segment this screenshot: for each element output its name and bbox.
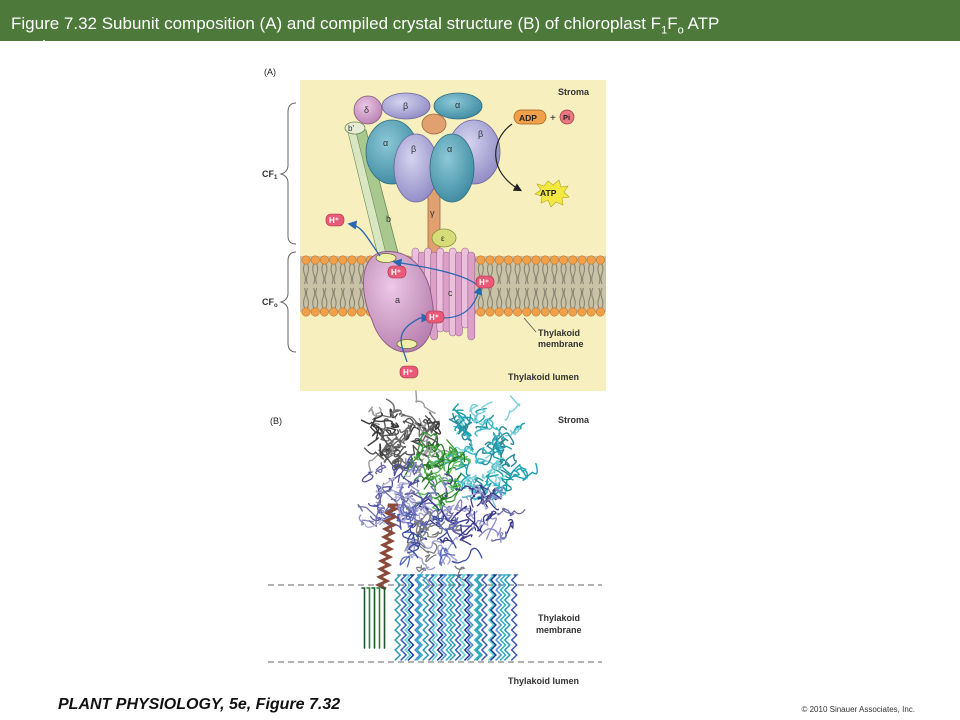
subunit-b-prime-label: b' xyxy=(348,124,354,133)
svg-text:H⁺: H⁺ xyxy=(403,368,413,377)
subunit-epsilon xyxy=(431,228,457,248)
proton-path-arrow-2 xyxy=(442,285,483,319)
crystal-structure-ribbon xyxy=(357,390,538,661)
panel-a-stroma-label: Stroma xyxy=(558,87,590,97)
book-citation: PLANT PHYSIOLOGY, 5e, Figure 7.32 xyxy=(58,696,341,713)
beta-label-3: β xyxy=(411,144,416,154)
peripheral-stalk-helix xyxy=(375,503,399,591)
subunit-epsilon-label: ε xyxy=(441,234,445,243)
proton-marker-c: H⁺ xyxy=(475,275,495,289)
beta-label-2: β xyxy=(478,129,483,139)
subunit-gamma xyxy=(427,187,441,259)
cfo-label: CFo xyxy=(262,297,278,309)
panel-b-membrane-label-1: Thylakoid xyxy=(538,613,580,623)
atp-starburst: ATP xyxy=(534,179,570,208)
svg-text:Pi: Pi xyxy=(563,113,570,122)
alpha-label-1: α xyxy=(455,100,460,110)
plus-sign: + xyxy=(550,113,556,124)
title-bar: Figure 7.32 Subunit composition (A) and … xyxy=(0,0,960,41)
phosphate-circle: Pi xyxy=(559,109,575,125)
cfo-bracket xyxy=(279,251,297,353)
panel-a-membrane-label-1: Thylakoid xyxy=(538,328,580,338)
proton-path-arrow-1 xyxy=(400,313,431,363)
cf1-bracket xyxy=(279,102,297,245)
figure-title-continuation: synthase xyxy=(11,36,79,41)
proton-channel-top xyxy=(375,253,397,263)
svg-text:H⁺: H⁺ xyxy=(391,268,401,277)
svg-text:ADP: ADP xyxy=(519,113,537,123)
proton-release-arrow xyxy=(347,220,381,257)
panel-b-label: (B) xyxy=(270,416,282,426)
figure-title: Figure 7.32 Subunit composition (A) and … xyxy=(11,13,719,41)
subunit-gamma-label: γ xyxy=(430,208,435,218)
svg-text:H⁺: H⁺ xyxy=(329,216,339,225)
panel-a-lumen-label: Thylakoid lumen xyxy=(508,372,579,382)
adp-pill: ADP xyxy=(513,109,547,125)
proton-marker-a: H⁺ xyxy=(387,265,407,279)
alpha-label-2: α xyxy=(383,138,388,148)
subunit-alpha-front xyxy=(429,133,475,203)
panel-a-membrane-label-2: membrane xyxy=(538,339,584,349)
subunit-beta-back-left xyxy=(381,92,431,120)
proton-marker-ring: H⁺ xyxy=(425,310,445,324)
copyright-notice: © 2010 Sinauer Associates, Inc. xyxy=(801,705,915,714)
beta-label-1: β xyxy=(403,101,408,111)
proton-channel-bottom xyxy=(396,339,418,349)
panel-b-lumen-label: Thylakoid lumen xyxy=(508,676,579,686)
proton-marker-lumen: H⁺ xyxy=(399,365,419,379)
subunit-a xyxy=(363,251,434,353)
alpha-label-3: α xyxy=(447,144,452,154)
cf1-head: β α α β β α xyxy=(365,92,501,203)
subunit-delta-label: δ xyxy=(364,105,369,115)
subunit-delta xyxy=(353,95,383,125)
synthesis-arrow xyxy=(495,123,523,192)
panel-b-stroma-label: Stroma xyxy=(558,415,590,425)
svg-text:H⁺: H⁺ xyxy=(479,278,489,287)
svg-text:H⁺: H⁺ xyxy=(429,313,439,322)
subunit-c-label: c xyxy=(448,288,453,298)
membrane-leader-line xyxy=(523,317,537,333)
svg-text:ATP: ATP xyxy=(540,188,557,198)
subunit-alpha-back-right xyxy=(433,92,483,120)
subunit-b-label: b xyxy=(386,214,391,224)
subunit-b-prime-head xyxy=(344,121,366,135)
panel-a-label: (A) xyxy=(264,67,276,77)
subunit-a-label: a xyxy=(395,295,400,305)
panel-b-membrane-label-2: membrane xyxy=(536,625,582,635)
subunit-gamma-top xyxy=(421,113,447,135)
proton-marker-stroma: H⁺ xyxy=(325,213,345,227)
cf1-label: CF1 xyxy=(262,169,278,181)
